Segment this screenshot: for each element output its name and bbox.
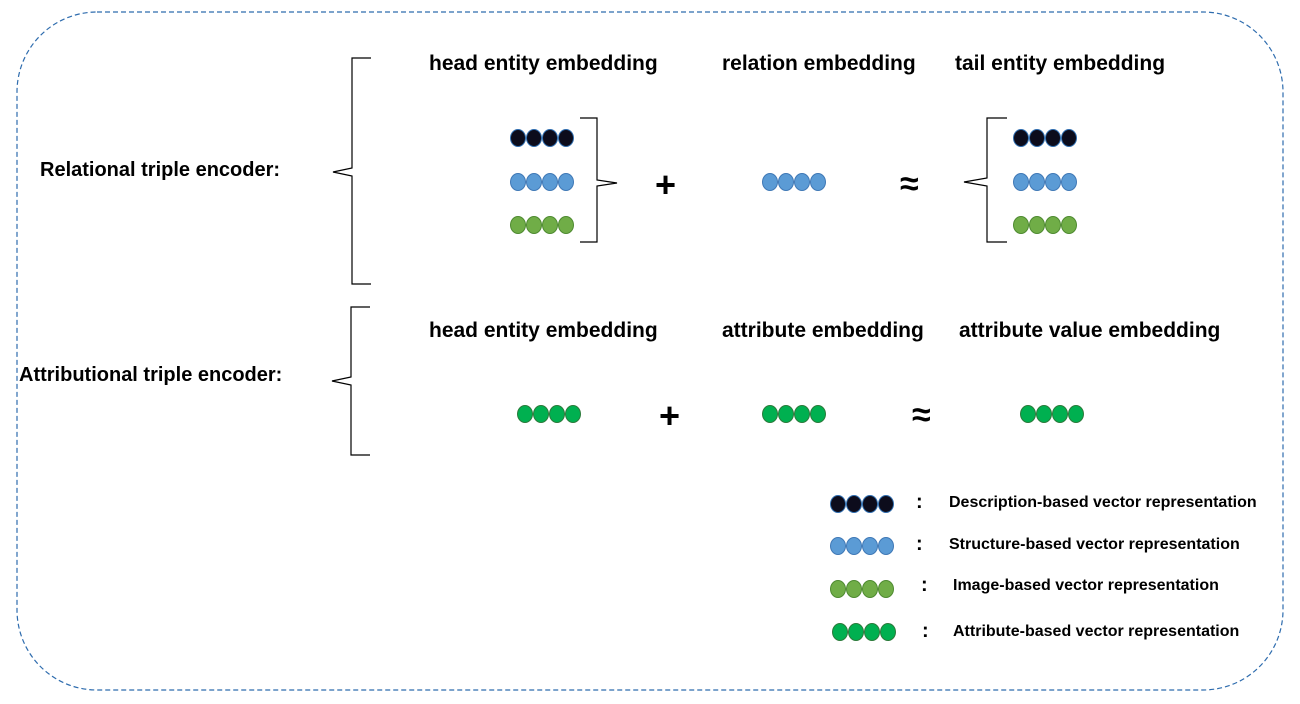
legend-attribute-swatch bbox=[832, 623, 896, 641]
vector-cell bbox=[762, 405, 778, 423]
attributional-approx-sign: ≈ bbox=[912, 396, 931, 434]
vector-cell bbox=[1013, 216, 1029, 234]
vector-cell bbox=[510, 129, 526, 147]
attributional-plus-sign: + bbox=[659, 395, 681, 436]
vector-cell bbox=[542, 173, 558, 191]
vector-cell bbox=[1013, 129, 1029, 147]
vector-cell bbox=[1045, 216, 1061, 234]
head-structure-vector bbox=[510, 173, 574, 191]
relational-approx-sign: ≈ bbox=[900, 165, 919, 203]
attribute-value-vector bbox=[1020, 405, 1084, 423]
vector-cell bbox=[846, 580, 862, 598]
vector-cell bbox=[810, 405, 826, 423]
head-image-vector bbox=[510, 216, 574, 234]
vector-cell bbox=[778, 405, 794, 423]
legend-image-swatch bbox=[830, 580, 894, 598]
vector-cell bbox=[878, 495, 894, 513]
vector-cell bbox=[1068, 405, 1084, 423]
relational-left-brace bbox=[332, 57, 371, 285]
vector-cell bbox=[1036, 405, 1052, 423]
vector-cell bbox=[1029, 216, 1045, 234]
head-description-vector bbox=[510, 129, 574, 147]
vector-cell bbox=[1061, 216, 1077, 234]
attributional-encoder-label: Attributional triple encoder: bbox=[19, 364, 283, 386]
vector-cell bbox=[526, 216, 542, 234]
vector-cell bbox=[542, 216, 558, 234]
vector-cell bbox=[1020, 405, 1036, 423]
vector-cell bbox=[526, 129, 542, 147]
tail-entity-label: tail entity embedding bbox=[955, 52, 1166, 75]
vector-cell bbox=[862, 495, 878, 513]
legend-attribute-text: Attribute-based vector representation bbox=[953, 623, 1240, 640]
vector-cell bbox=[832, 623, 848, 641]
vector-cell bbox=[510, 216, 526, 234]
vector-cell bbox=[1045, 129, 1061, 147]
dashed-frame bbox=[16, 11, 1284, 691]
attributional-head-label: head entity embedding bbox=[429, 319, 658, 342]
vector-cell bbox=[862, 537, 878, 555]
vector-cell bbox=[794, 405, 810, 423]
tail-image-vector bbox=[1013, 216, 1077, 234]
vector-cell bbox=[1029, 129, 1045, 147]
vector-cell bbox=[830, 495, 846, 513]
relational-encoder-label: Relational triple encoder: bbox=[40, 159, 281, 181]
vector-cell bbox=[565, 405, 581, 423]
vector-cell bbox=[526, 173, 542, 191]
vector-cell bbox=[848, 623, 864, 641]
vector-cell bbox=[510, 173, 526, 191]
relational-plus-sign: + bbox=[655, 164, 677, 205]
head-right-brace bbox=[580, 117, 618, 243]
vector-cell bbox=[517, 405, 533, 423]
legend-description-colon: : bbox=[916, 491, 923, 513]
vector-cell bbox=[794, 173, 810, 191]
vector-cell bbox=[558, 129, 574, 147]
vector-cell bbox=[880, 623, 896, 641]
tail-structure-vector bbox=[1013, 173, 1077, 191]
vector-cell bbox=[558, 216, 574, 234]
vector-cell bbox=[558, 173, 574, 191]
attr-head-vector bbox=[517, 405, 581, 423]
vector-cell bbox=[1013, 173, 1029, 191]
legend-attribute-colon: : bbox=[922, 620, 929, 642]
vector-cell bbox=[1061, 129, 1077, 147]
relational-head-label: head entity embedding bbox=[429, 52, 658, 75]
vector-cell bbox=[864, 623, 880, 641]
vector-cell bbox=[1029, 173, 1045, 191]
vector-cell bbox=[830, 580, 846, 598]
vector-cell bbox=[549, 405, 565, 423]
vector-cell bbox=[778, 173, 794, 191]
attribute-vector bbox=[762, 405, 826, 423]
vector-cell bbox=[878, 537, 894, 555]
attributional-left-brace bbox=[331, 306, 370, 456]
legend-structure-text: Structure-based vector representation bbox=[949, 536, 1240, 553]
vector-cell bbox=[810, 173, 826, 191]
vector-cell bbox=[1061, 173, 1077, 191]
relation-embedding-label: relation embedding bbox=[722, 52, 916, 75]
vector-cell bbox=[1045, 173, 1061, 191]
legend-image-text: Image-based vector representation bbox=[953, 577, 1219, 594]
tail-left-brace bbox=[963, 117, 1007, 243]
relation-structure-vector bbox=[762, 173, 826, 191]
vector-cell bbox=[830, 537, 846, 555]
vector-cell bbox=[878, 580, 894, 598]
vector-cell bbox=[862, 580, 878, 598]
legend-description-swatch bbox=[830, 495, 894, 513]
vector-cell bbox=[846, 537, 862, 555]
tail-description-vector bbox=[1013, 129, 1077, 147]
vector-cell bbox=[542, 129, 558, 147]
attribute-value-label: attribute value embedding bbox=[959, 319, 1221, 342]
legend-image-colon: : bbox=[921, 574, 928, 596]
vector-cell bbox=[762, 173, 778, 191]
legend-description-text: Description-based vector representation bbox=[949, 494, 1257, 511]
legend-structure-swatch bbox=[830, 537, 894, 555]
vector-cell bbox=[846, 495, 862, 513]
legend-structure-colon: : bbox=[916, 533, 923, 555]
vector-cell bbox=[533, 405, 549, 423]
attribute-embedding-label: attribute embedding bbox=[722, 319, 924, 342]
vector-cell bbox=[1052, 405, 1068, 423]
